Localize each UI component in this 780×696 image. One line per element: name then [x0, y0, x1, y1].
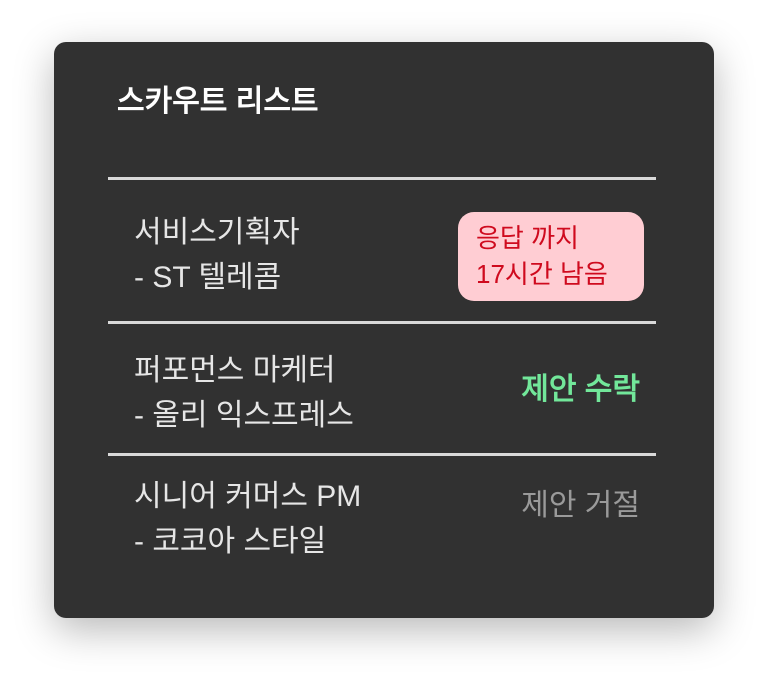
divider	[108, 177, 656, 180]
company-name: - ST 텔레콤	[134, 261, 282, 294]
card-title: 스카우트 리스트	[117, 85, 319, 118]
list-item[interactable]: 서비스기획자 - ST 텔레콤 응답 까지 17시간 남음	[108, 180, 656, 322]
divider	[108, 321, 656, 324]
company-name: - 코코아 스타일	[134, 525, 327, 558]
divider	[108, 453, 656, 456]
badge-line: 17시간 남음	[476, 259, 608, 289]
list-item[interactable]: 퍼포먼스 마케터 - 올리 익스프레스 제안 수락	[108, 324, 656, 454]
scout-list-card: 스카우트 리스트 서비스기획자 - ST 텔레콤 응답 까지 17시간 남음 퍼…	[54, 42, 714, 618]
badge-line: 응답 까지	[476, 223, 579, 253]
company-name: - 올리 익스프레스	[134, 399, 354, 432]
status-rejected: 제안 거절	[521, 489, 640, 522]
status-accepted: 제안 수락	[521, 373, 640, 406]
list-item[interactable]: 시니어 커머스 PM - 코코아 스타일 제안 거절	[108, 456, 656, 586]
position-title: 서비스기획자	[134, 216, 300, 249]
position-title: 시니어 커머스 PM	[134, 480, 362, 513]
response-deadline-badge: 응답 까지 17시간 남음	[458, 212, 644, 301]
position-title: 퍼포먼스 마케터	[134, 354, 336, 387]
